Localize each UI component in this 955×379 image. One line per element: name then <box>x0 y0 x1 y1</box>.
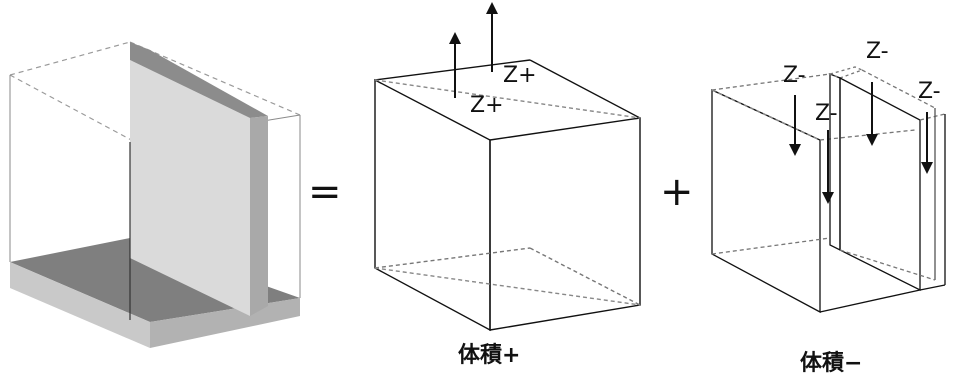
base-slab-side <box>150 298 300 348</box>
wall-top-strip <box>130 42 268 118</box>
plus-operator: + <box>660 169 694 215</box>
caption-volume-plus: 体積+ <box>458 343 520 368</box>
shaded-solid-figure <box>9 41 301 348</box>
caption-volume-minus: 体積− <box>800 351 862 376</box>
base-slab-front <box>10 262 150 348</box>
positive-volume-cube <box>374 59 641 332</box>
negative-volume-slabs <box>711 66 946 314</box>
z-plus-label-lower: Z+ <box>470 93 504 118</box>
z-minus-label-3: Z- <box>866 39 889 64</box>
wall-side-face <box>250 116 268 316</box>
z-plus-label-upper: Z+ <box>503 63 537 88</box>
z-minus-label-4: Z- <box>918 79 941 104</box>
z-minus-label-1: Z- <box>783 63 806 88</box>
z-minus-label-2: Z- <box>815 101 838 126</box>
equals-operator: = <box>308 169 342 215</box>
wall-face <box>130 60 250 316</box>
